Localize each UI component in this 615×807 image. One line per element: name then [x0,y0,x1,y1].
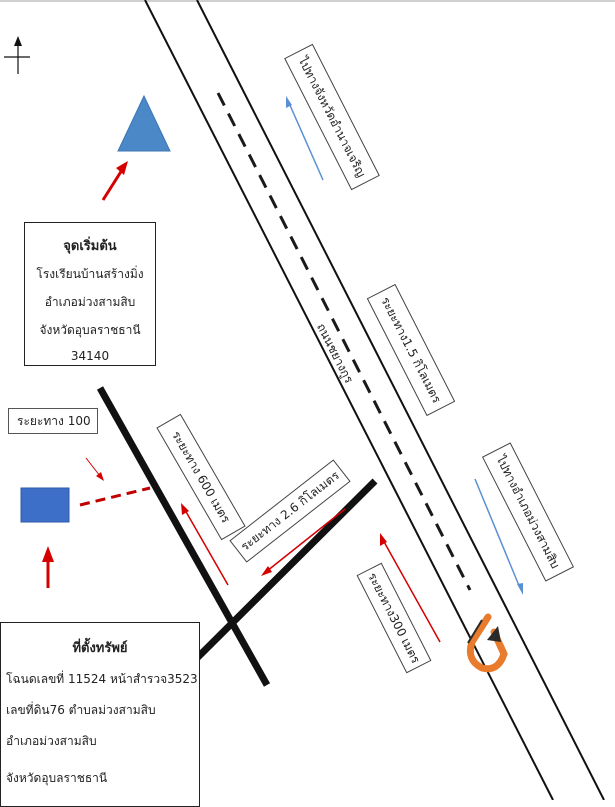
arrow-small-100 [85,457,104,481]
triangle-marker-icon [117,94,171,152]
distance-100-label: ระยะทาง 100 [8,408,98,434]
start-postcode: 34140 [70,349,110,363]
arrow-to-muang [474,478,523,595]
highway-right-edge [196,0,605,800]
small-road [96,386,271,687]
arrow-to-amnat [286,96,324,181]
property-district: อำเภอม่วงสามสิบ [6,734,97,748]
arrow-to-start [101,161,128,201]
path-to-property [79,486,151,507]
start-title: จุดเริ่มต้น [63,239,117,254]
start-school: โรงเรียนบ้านสร้างมิ่ง [36,267,144,281]
square-marker-icon [20,487,70,523]
top-border [0,0,615,2]
start-district: อำเภอม่วงสามสิบ [44,295,136,309]
start-province: จังหวัดอุบลราชธานี [39,323,141,337]
property-province: จังหวัดอุบลราชธานี [6,771,108,785]
arrow-600 [181,503,229,586]
highway-center-dash [216,92,472,591]
arrow-300 [380,533,441,643]
side-road [189,478,378,666]
u-turn-icon [466,613,508,673]
property-deed: โฉนดเลขที่ 11524 หน้าสำรวจ3523 [6,672,198,686]
property-land-number: เลขที่ดิน76 ตำบลม่วงสามสิบ [6,703,156,717]
property-title: ที่ตั้งทรัพย์ [72,641,128,656]
north-arrow-icon [4,36,30,74]
property-box: ที่ตั้งทรัพย์ โฉนดเลขที่ 11524 หน้าสำรวจ… [0,622,200,807]
arrow-2-6 [261,508,346,576]
start-point-box: จุดเริ่มต้น โรงเรียนบ้านสร้างมิ่ง อำเภอม… [24,222,156,366]
arrow-up-to-property [42,546,54,588]
